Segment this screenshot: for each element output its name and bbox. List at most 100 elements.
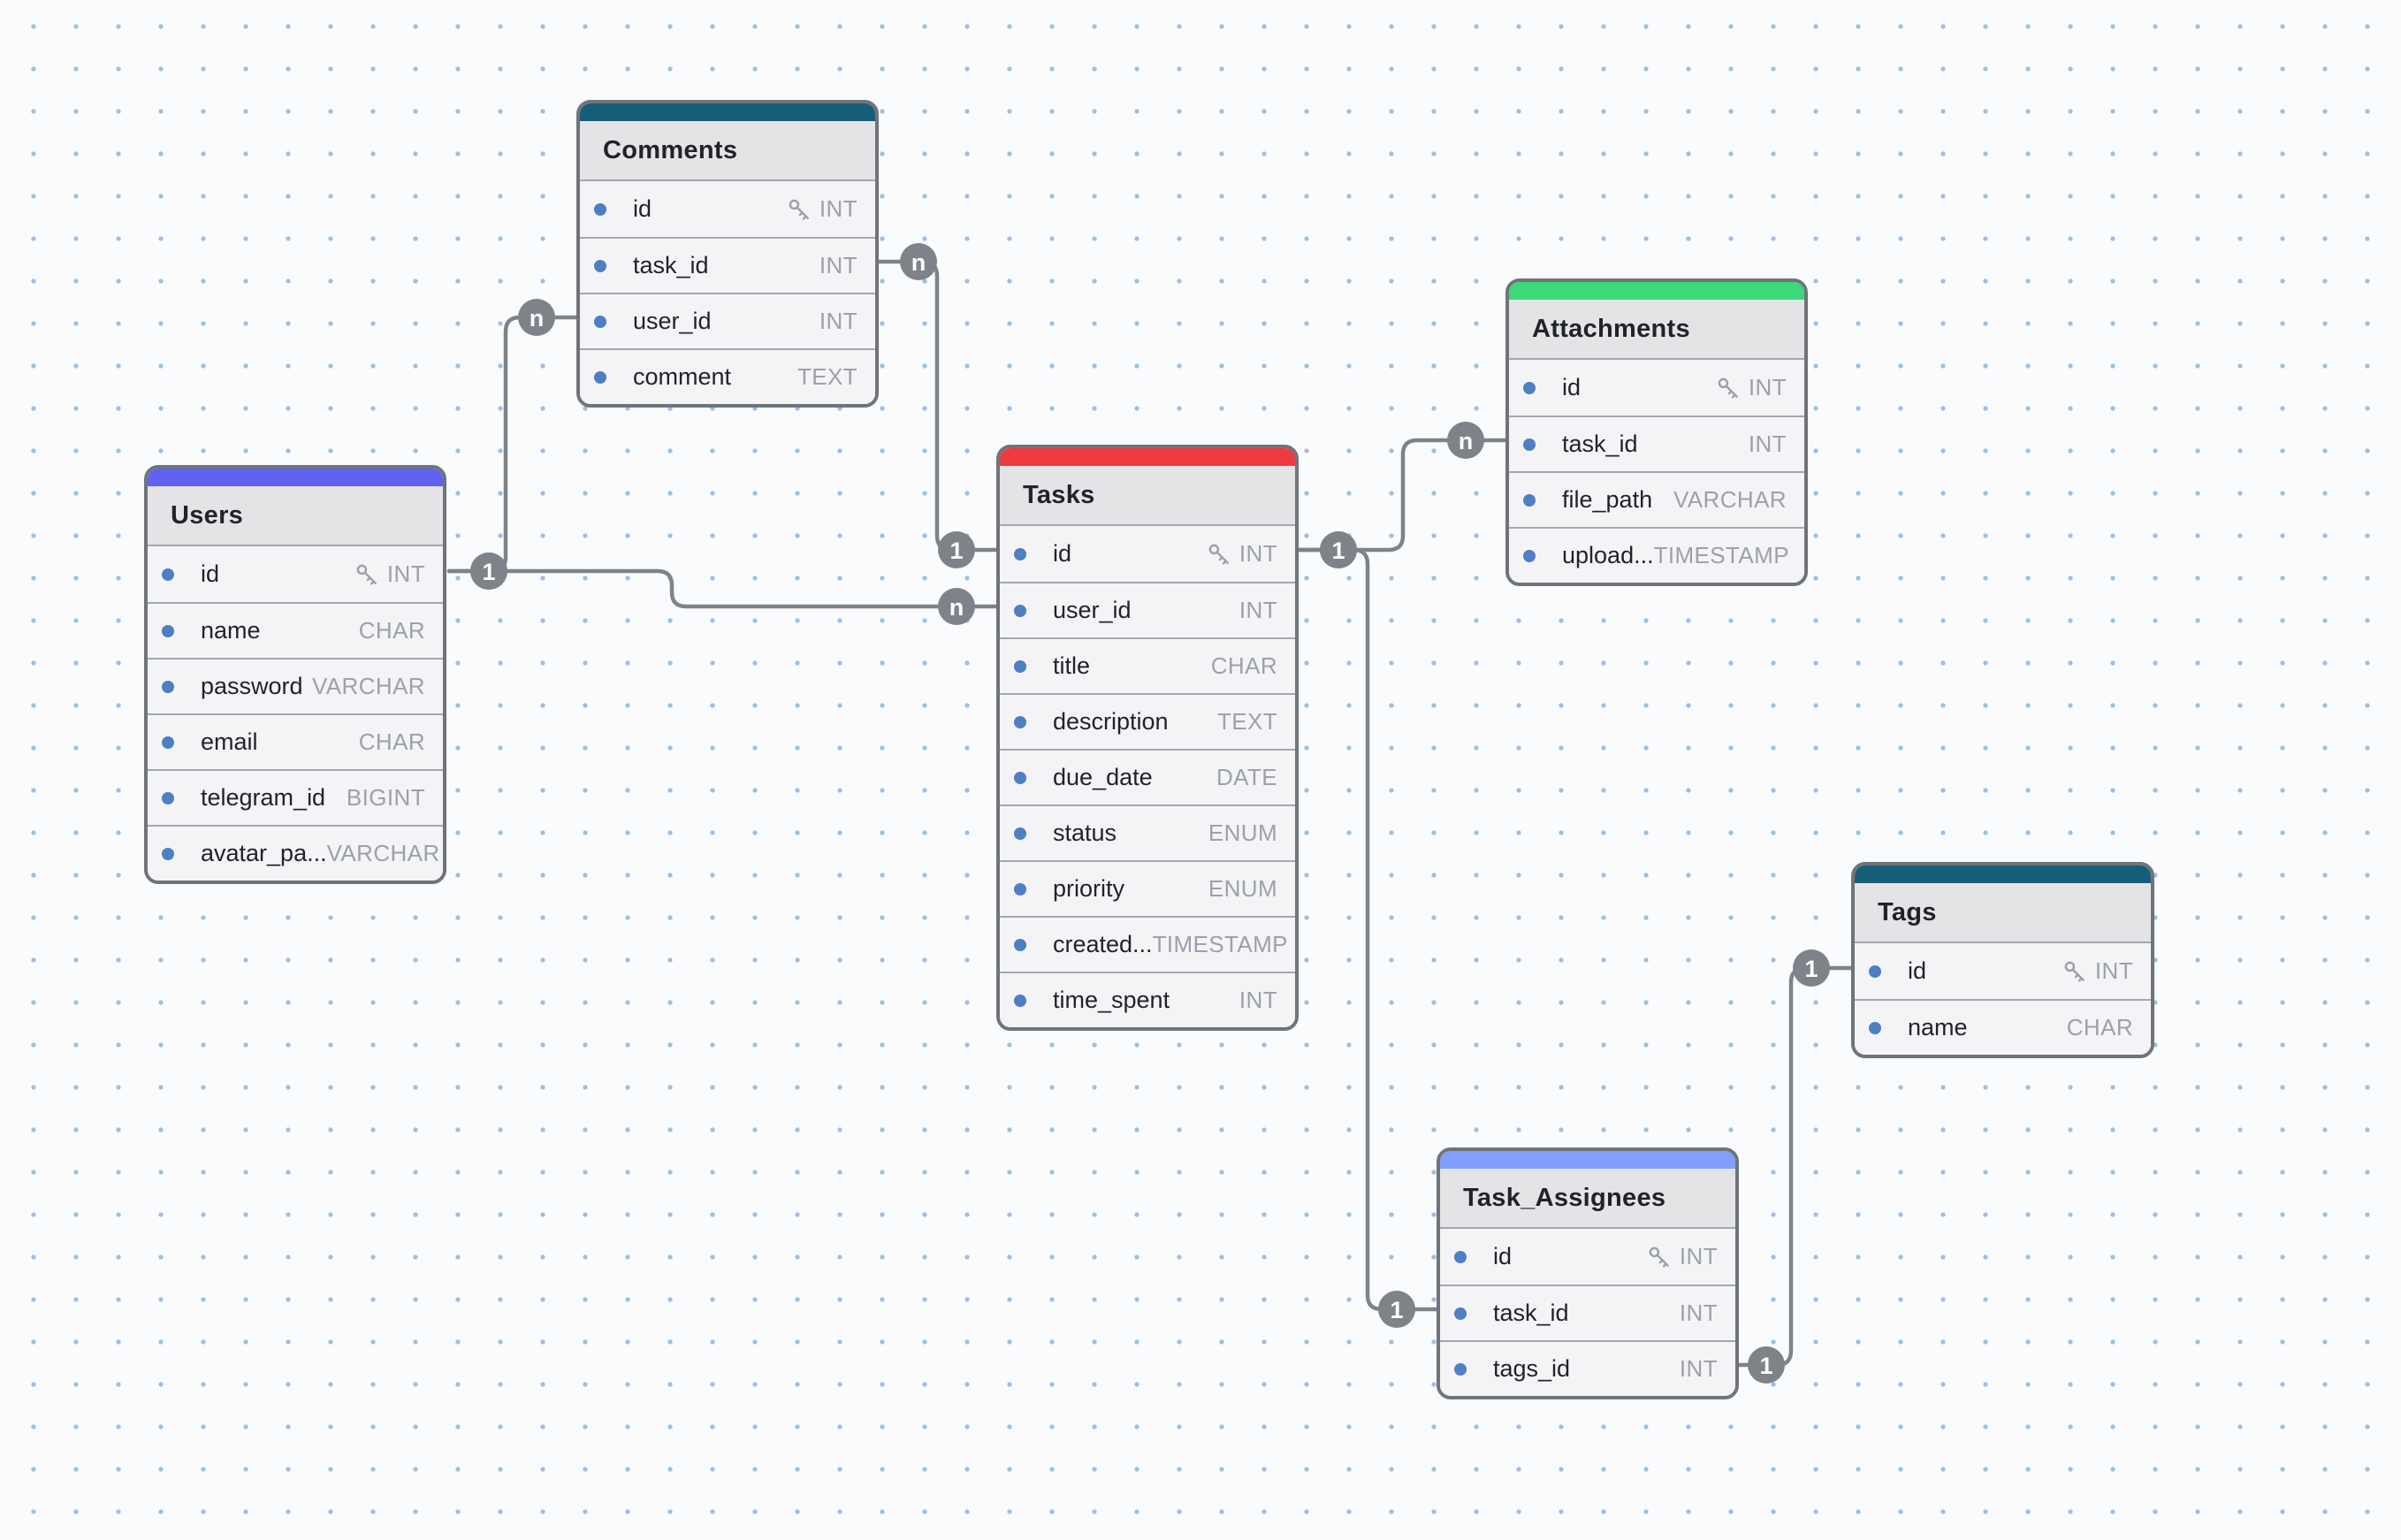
relationship-line[interactable] <box>446 568 999 609</box>
field-row[interactable]: avatar_pa...VARCHAR <box>148 825 443 881</box>
field-marker-icon <box>1454 1307 1467 1320</box>
field-type: INT <box>2094 957 2133 984</box>
table-accent-bar <box>1509 282 1804 300</box>
table-title: Comments <box>580 121 875 181</box>
cardinality-badge: 1 <box>1320 531 1357 568</box>
cardinality-badge: 1 <box>1793 949 1830 987</box>
field-type: INT <box>1679 1300 1718 1326</box>
field-name: id <box>1908 957 1927 984</box>
field-row[interactable]: title CHAR <box>1000 637 1295 693</box>
field-marker-icon <box>594 315 606 328</box>
cardinality-badge-circle <box>1793 949 1830 987</box>
field-row[interactable]: upload...TIMESTAMP <box>1509 527 1804 583</box>
relationship-line[interactable] <box>1736 965 1854 1368</box>
field-name: id <box>1493 1243 1513 1269</box>
relationship-line[interactable] <box>446 315 579 574</box>
field-row[interactable]: created...TIMESTAMP <box>1000 916 1295 972</box>
field-marker-icon <box>594 202 606 216</box>
field-name: telegram_id <box>201 784 326 811</box>
field-row[interactable]: description TEXT <box>1000 693 1295 749</box>
cardinality-badge: n <box>938 588 975 625</box>
field-marker-icon <box>594 370 606 384</box>
field-marker-icon <box>1869 1021 1881 1034</box>
field-type: INT <box>1679 1355 1718 1382</box>
field-marker-icon <box>1014 604 1026 617</box>
field-marker-icon <box>1014 938 1026 951</box>
cardinality-badge-label: 1 <box>1331 537 1345 564</box>
field-name: priority <box>1053 875 1125 902</box>
cardinality-badge-circle <box>938 531 975 568</box>
field-row[interactable]: email CHAR <box>148 713 443 769</box>
field-name: description <box>1053 708 1169 735</box>
field-type: CHAR <box>358 728 425 755</box>
cardinality-badge-circle <box>1320 531 1357 568</box>
table-title: Users <box>148 486 443 546</box>
field-row[interactable]: id INT <box>1855 943 2151 999</box>
field-name: email <box>201 728 258 755</box>
field-marker-icon <box>1014 659 1026 673</box>
field-type: CHAR <box>1210 652 1277 679</box>
primary-key-icon <box>2064 961 2085 981</box>
field-marker-icon <box>1014 771 1026 784</box>
field-type: ENUM <box>1208 820 1277 846</box>
primary-key-icon <box>789 199 809 219</box>
cardinality-badge-circle <box>1447 422 1484 459</box>
field-type: VARCHAR <box>1673 486 1787 513</box>
field-type: INT <box>819 195 858 222</box>
table-title: Task_Assignees <box>1440 1169 1735 1229</box>
primary-key-icon <box>356 564 377 584</box>
table-accent-bar <box>148 469 443 486</box>
cardinality-badge-circle <box>938 588 975 625</box>
cardinality-badge: 1 <box>938 531 975 568</box>
cardinality-badge: n <box>1447 422 1484 459</box>
field-name: user_id <box>1053 597 1132 623</box>
relationship-line[interactable] <box>876 259 999 553</box>
cardinality-badge-circle <box>518 299 555 336</box>
field-type: TEXT <box>1216 708 1277 735</box>
cardinality-badge-circle <box>1378 1291 1415 1328</box>
field-type: INT <box>386 560 425 587</box>
field-name: title <box>1053 652 1091 679</box>
field-name: name <box>1908 1014 1968 1041</box>
field-marker-icon <box>1014 715 1026 728</box>
field-type: TIMESTAMP <box>1152 931 1288 957</box>
field-name: time_spent <box>1053 987 1170 1013</box>
table-accent-bar <box>1855 865 2151 883</box>
table-accent-bar <box>1000 448 1295 466</box>
relationship-line[interactable] <box>1296 547 1439 1312</box>
relationship-line[interactable] <box>1296 438 1508 553</box>
cardinality-badge: n <box>900 243 937 280</box>
primary-key-icon <box>1208 544 1229 564</box>
field-name: user_id <box>633 308 712 334</box>
field-name: upload... <box>1562 542 1654 568</box>
